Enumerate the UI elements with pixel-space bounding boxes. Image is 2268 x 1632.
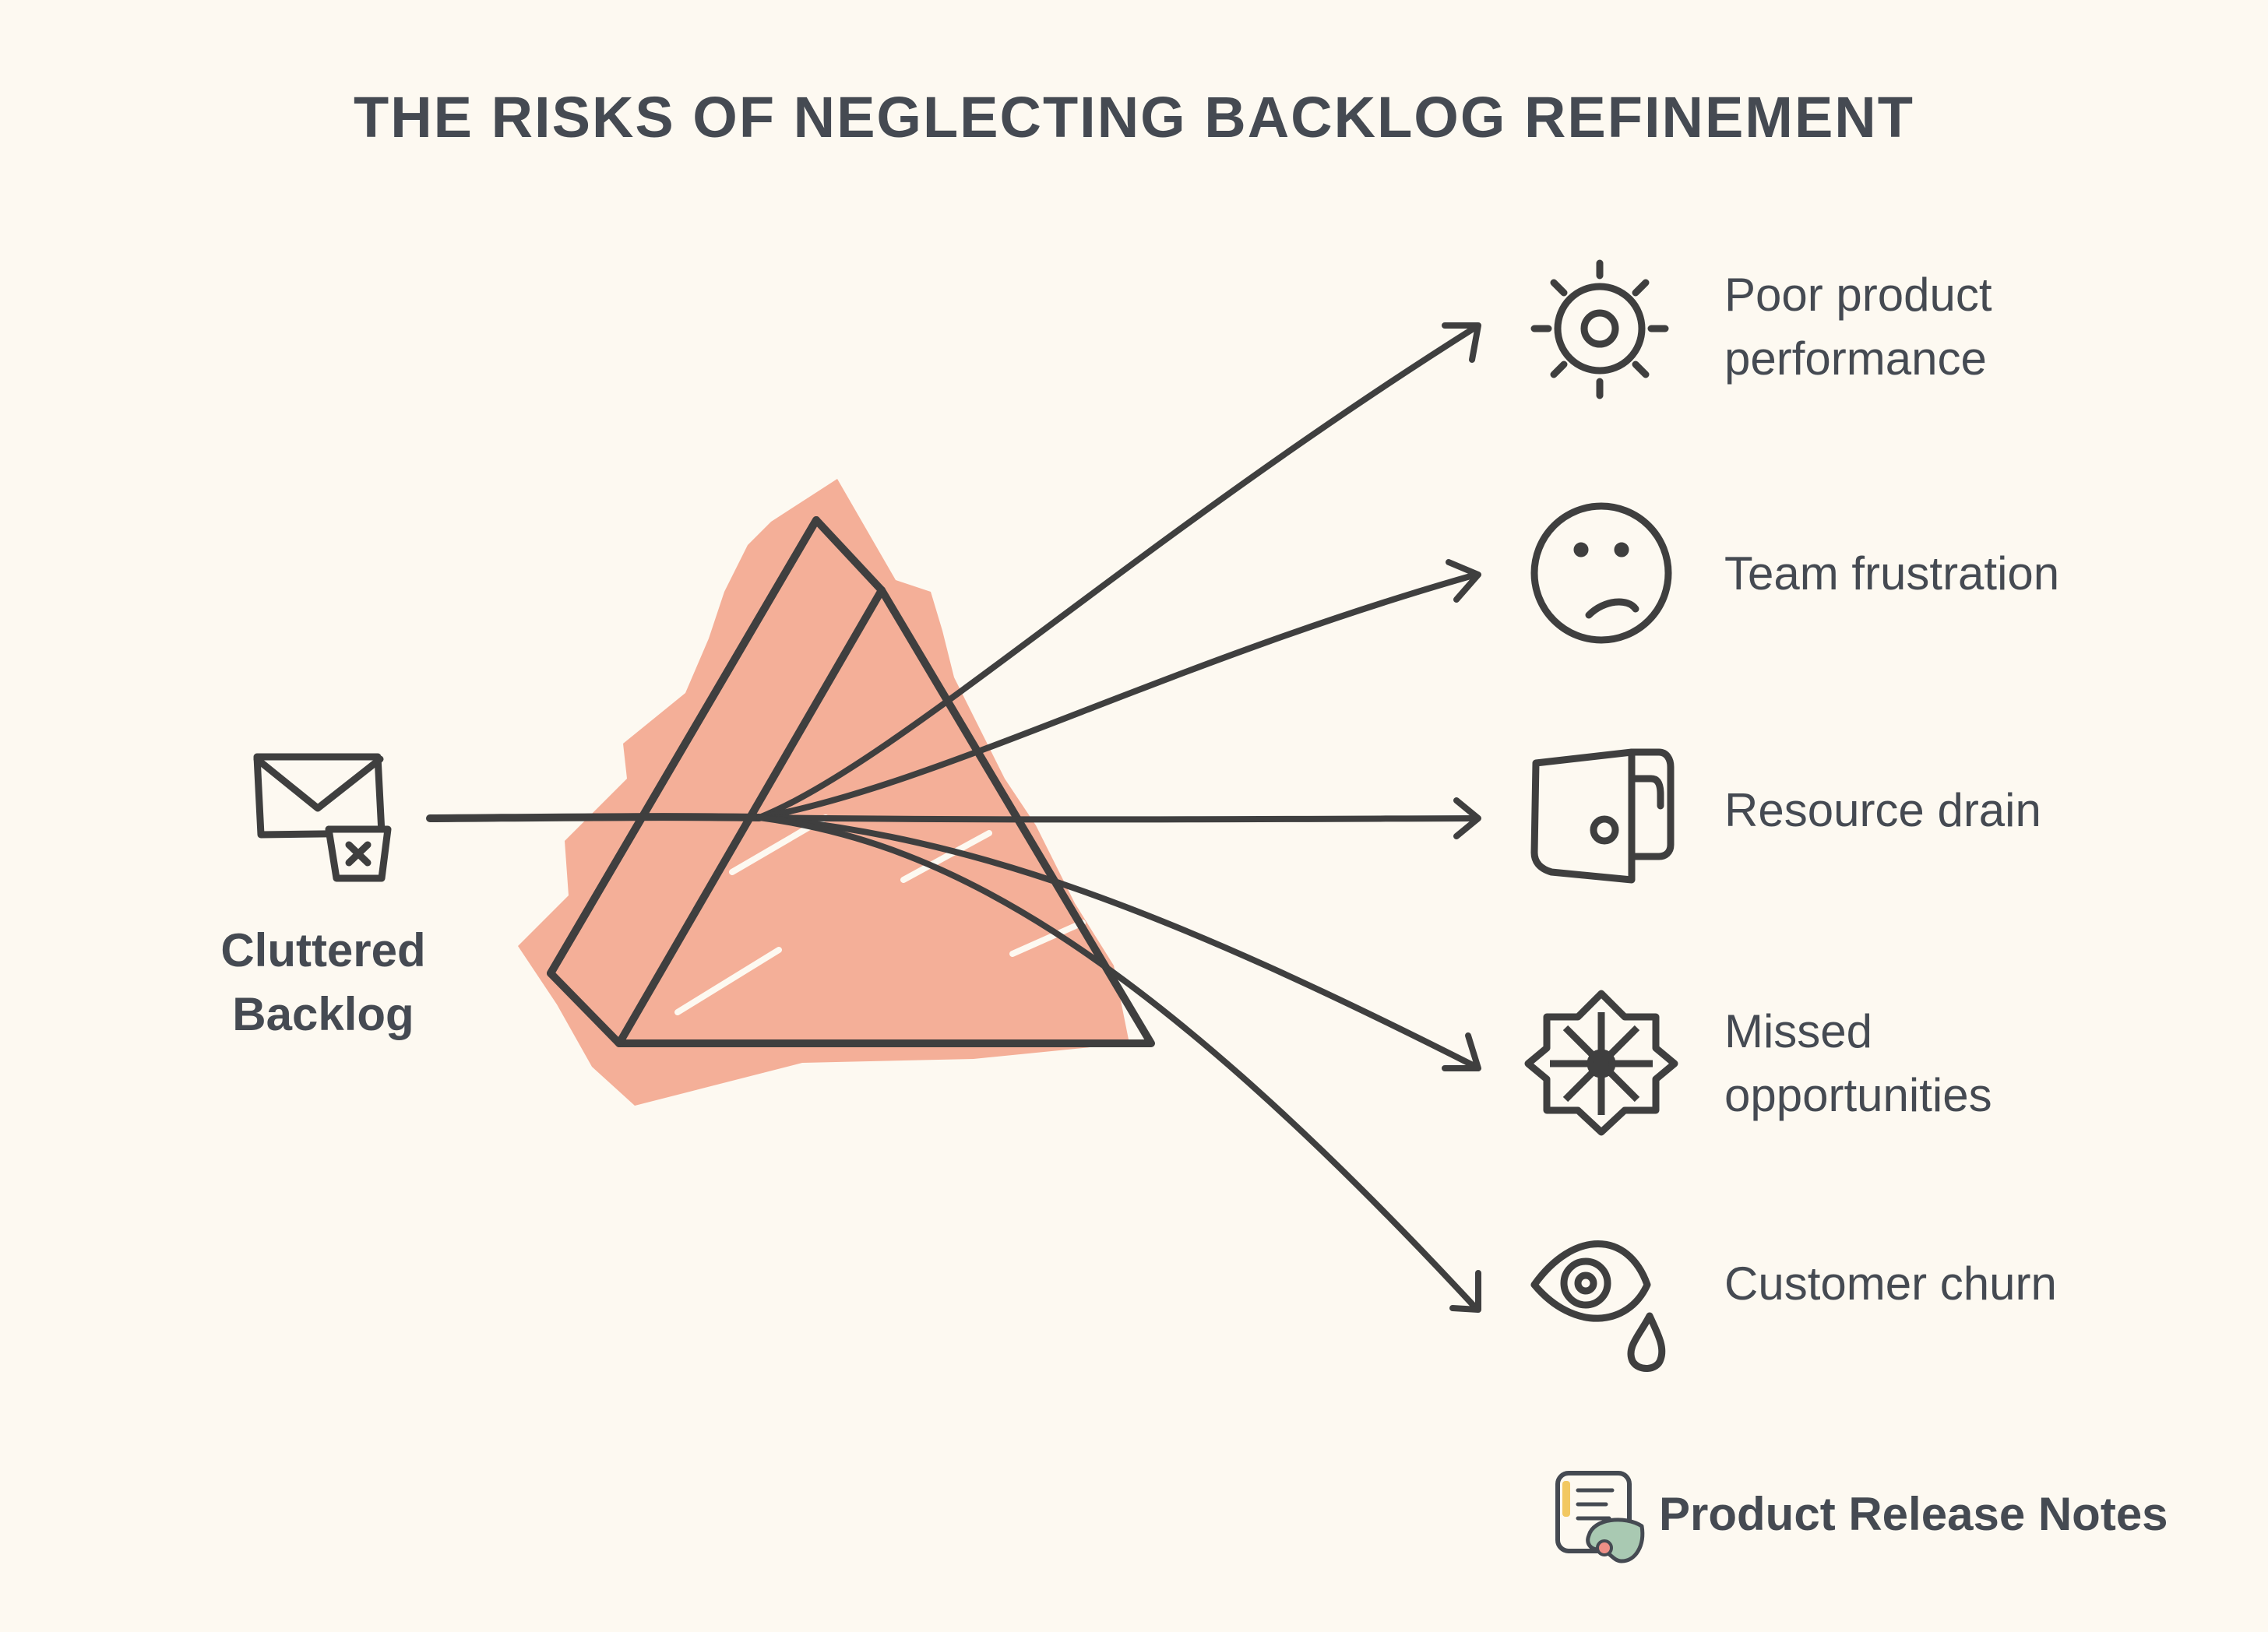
outcome-resource-drain: Resource drain [1724, 779, 2207, 842]
outcome-label-line1: Customer churn [1724, 1257, 2057, 1310]
release-notes-logo-icon [1555, 1471, 1645, 1563]
wallet-icon [1530, 748, 1675, 884]
outcome-label-line1: Poor product [1724, 269, 1992, 321]
sun-gear-icon [1530, 259, 1669, 399]
ray-to-team-frustration [756, 559, 1481, 821]
outcome-customer-churn: Customer churn [1724, 1252, 2207, 1316]
incoming-ray [426, 813, 763, 822]
compass-star-icon [1524, 990, 1678, 1136]
ray-to-missed-opportunities [756, 814, 1481, 1071]
ray-to-resource-drain [756, 797, 1481, 839]
source-label-line1: Cluttered [220, 924, 426, 976]
outcome-label-line1: Missed [1724, 1005, 1873, 1057]
outgoing-rays [756, 322, 1481, 1313]
outcome-label-line1: Team frustration [1724, 547, 2060, 600]
outcome-label-line2: performance [1724, 332, 1987, 385]
outcome-team-frustration: Team frustration [1724, 542, 2207, 606]
source-label: Cluttered Backlog [156, 919, 491, 1046]
outcome-label-line2: opportunities [1724, 1069, 1992, 1121]
ray-to-poor-product-performance [756, 322, 1481, 821]
outcome-missed-opportunities: Missed opportunities [1724, 1000, 2207, 1127]
brand-name: Product Release Notes [1659, 1488, 2168, 1540]
prism-fill [518, 479, 1129, 1106]
ray-to-customer-churn [756, 814, 1481, 1313]
crying-eye-icon [1530, 1240, 1666, 1372]
source-label-line2: Backlog [232, 988, 414, 1040]
envelope-with-trash-icon [253, 753, 392, 882]
diagram-title: THE RISKS OF NEGLECTING BACKLOG REFINEME… [354, 85, 1914, 149]
frowning-face-icon [1530, 502, 1672, 644]
outcome-poor-product-performance: Poor product performance [1724, 263, 2207, 391]
outcome-label-line1: Resource drain [1724, 784, 2041, 836]
